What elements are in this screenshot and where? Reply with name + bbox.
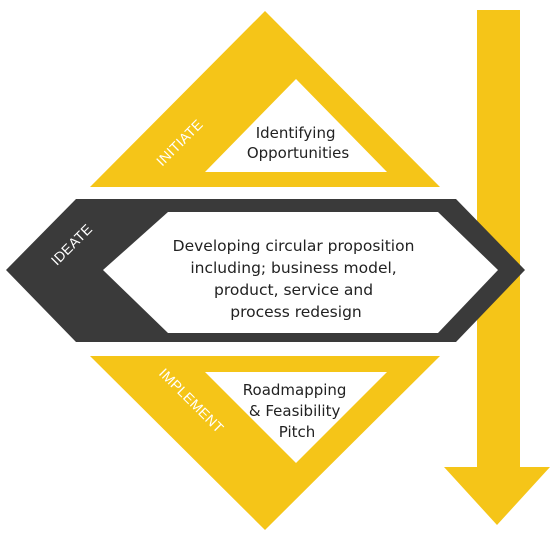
ideate-line-2: including; business model, <box>190 259 396 277</box>
initiate-description: Identifying Opportunities <box>247 124 350 162</box>
ideate-line-1: Developing circular proposition <box>173 237 415 255</box>
ideate-stage: IDEATE Developing circular proposition i… <box>6 199 525 342</box>
implement-inner-triangle <box>205 372 387 463</box>
ideate-line-3: product, service and <box>214 281 373 299</box>
ideate-line-4: process redesign <box>230 303 361 321</box>
implement-description: Roadmapping & Feasibility Pitch <box>243 381 351 441</box>
initiate-inner-triangle <box>205 79 387 172</box>
initiate-line-1: Identifying <box>256 124 336 142</box>
initiate-stage: INITIATE Identifying Opportunities <box>90 11 440 187</box>
implement-stage: IMPLEMENT Roadmapping & Feasibility Pitc… <box>90 356 440 530</box>
ideate-inner-hexagon <box>103 212 498 333</box>
ideate-description: Developing circular proposition includin… <box>173 237 420 321</box>
implement-line-1: Roadmapping <box>243 381 347 399</box>
initiate-line-2: Opportunities <box>247 144 350 162</box>
implement-line-3: Pitch <box>279 423 316 441</box>
implement-line-2: & Feasibility <box>249 402 341 420</box>
